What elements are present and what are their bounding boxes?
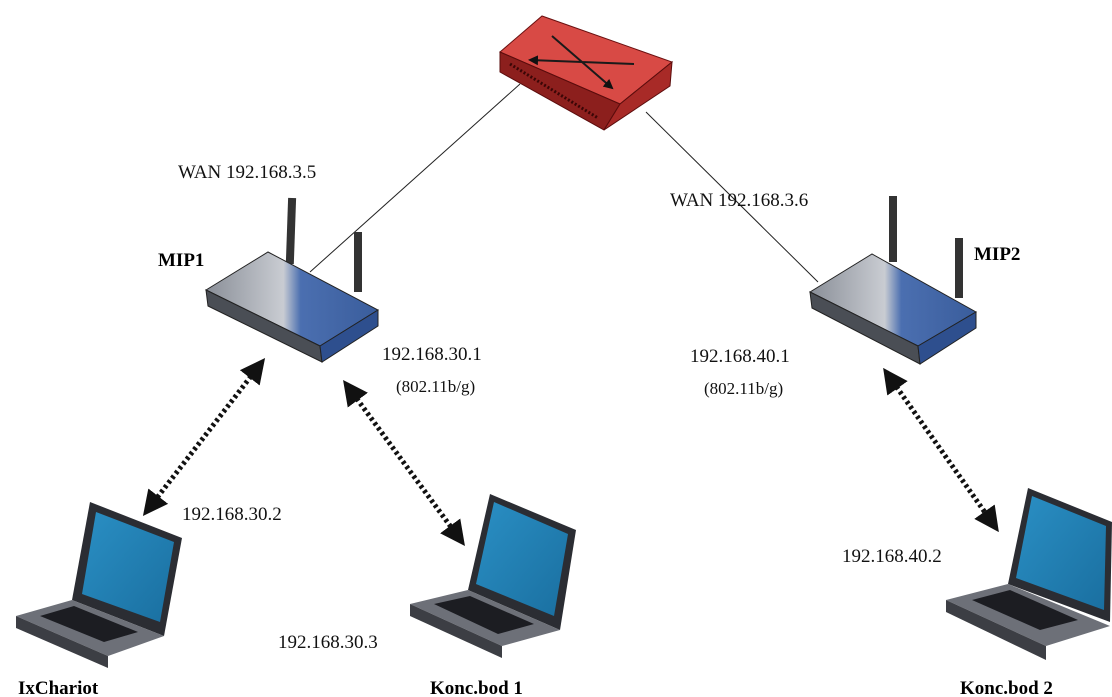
mip2-wan-label: WAN 192.168.3.6 [670, 190, 808, 211]
wired-link-mip1 [309, 83, 521, 273]
mip2-name: MIP2 [974, 244, 1020, 265]
koncbod2-name: Konc.bod 2 [960, 678, 1053, 697]
koncbod2-ip: 192.168.40.2 [842, 546, 942, 567]
ixchariot-ip: 192.168.30.2 [182, 504, 282, 525]
ixchariot-name: IxChariot [18, 678, 99, 697]
wireless-link-koncbod2 [883, 367, 999, 533]
laptop-koncbod1 [410, 494, 576, 658]
router-mip2 [808, 196, 978, 365]
mip1-lan-std: (802.11b/g) [396, 377, 475, 396]
network-switch-icon [499, 15, 674, 131]
mip2-lan-std: (802.11b/g) [704, 379, 783, 398]
mip1-lan-ip: 192.168.30.1 [382, 344, 482, 365]
koncbod1-ip: 192.168.30.3 [278, 632, 378, 653]
mip1-name: MIP1 [158, 250, 204, 271]
wireless-link-koncbod1 [343, 379, 465, 547]
wired-link-mip2 [645, 111, 819, 283]
wireless-link-ixchariot [142, 358, 266, 516]
laptop-ixchariot [16, 502, 182, 668]
koncbod1-name: Konc.bod 1 [430, 678, 523, 697]
laptop-koncbod2 [946, 488, 1112, 660]
router-mip1 [204, 197, 380, 363]
mip2-lan-ip: 192.168.40.1 [690, 346, 790, 367]
mip1-wan-label: WAN 192.168.3.5 [178, 162, 316, 183]
